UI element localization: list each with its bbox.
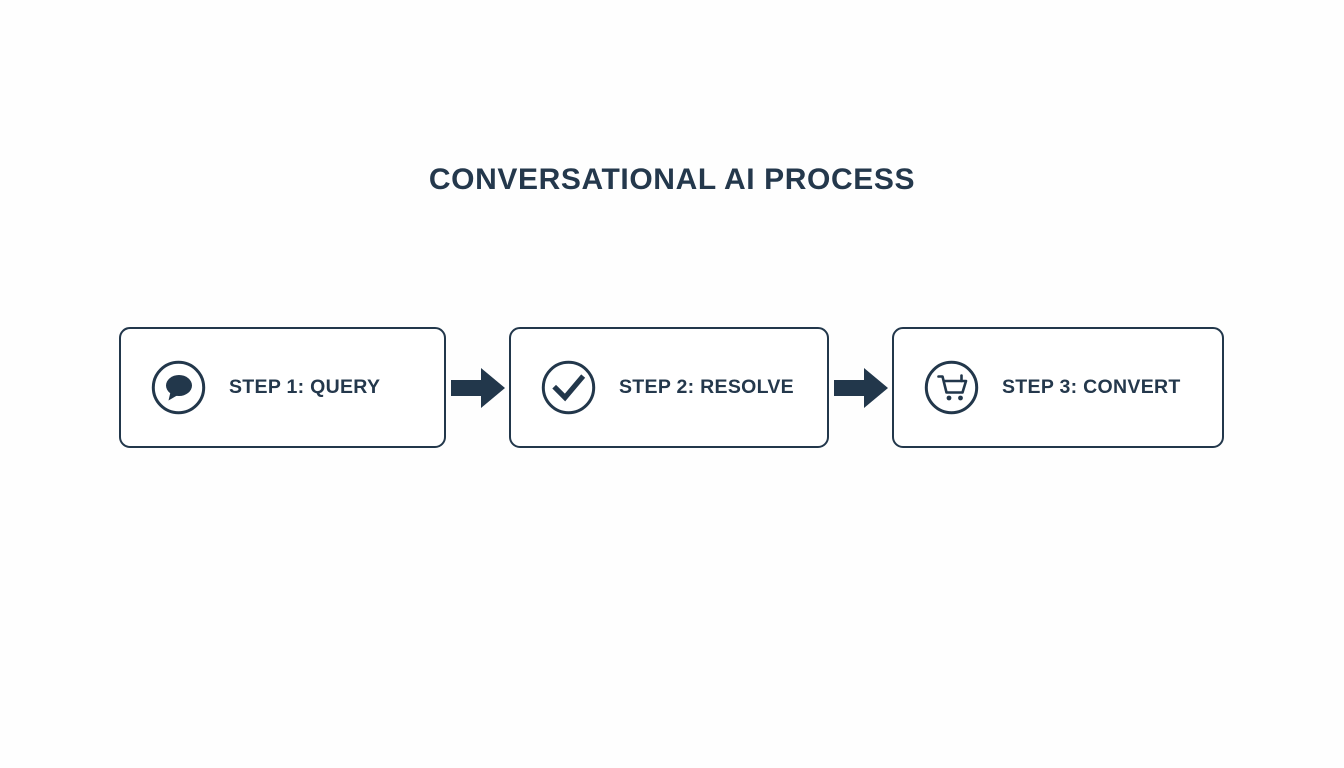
step-label-1: STEP 1: QUERY (229, 376, 381, 398)
step-box-1[interactable]: STEP 1: QUERY (119, 327, 446, 448)
arrow-right-icon-2 (829, 366, 892, 410)
shopping-cart-icon (924, 360, 979, 415)
check-mark-icon (541, 360, 596, 415)
step-box-3[interactable]: STEP 3: CONVERT (892, 327, 1224, 448)
page-title: CONVERSATIONAL AI PROCESS (428, 163, 916, 196)
arrow-right-icon-1 (446, 366, 509, 410)
step-label-3: STEP 3: CONVERT (1002, 376, 1181, 398)
step-label-2: STEP 2: RESOLVE (619, 376, 794, 398)
step-box-2[interactable]: STEP 2: RESOLVE (509, 327, 829, 448)
speech-bubble-icon (151, 360, 206, 415)
process-flow: STEP 1: QUERY STEP 2: RESOLVE (119, 327, 1224, 448)
